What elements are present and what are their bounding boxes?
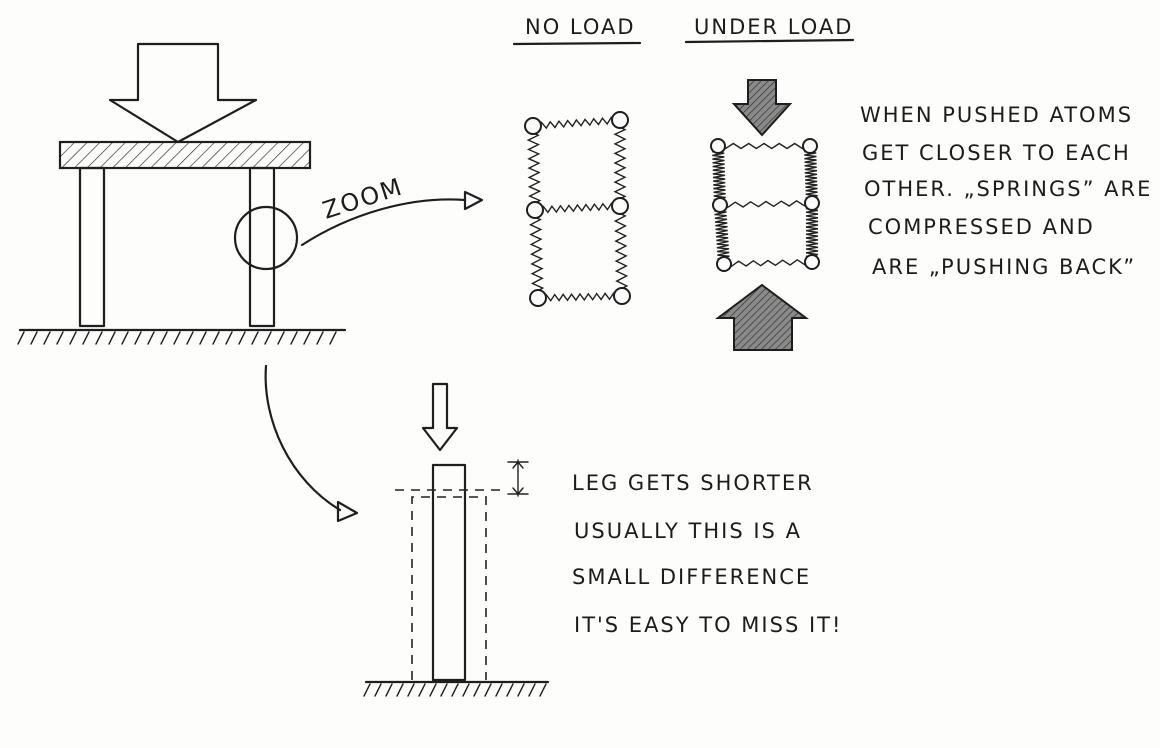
no-load-atom-2 (526, 201, 544, 219)
no-load-spring-0 (532, 116, 621, 130)
leg-note: LEG GETS SHORTER USUALLY THIS IS A SMALL… (572, 471, 842, 637)
under-load-spring-4 (713, 204, 730, 265)
leg-detail-arrow (264, 364, 342, 512)
no-load-spring-3 (526, 125, 542, 211)
leg-note-line-4: IT'S EASY TO MISS IT! (574, 613, 842, 637)
lattice-under-load (710, 138, 820, 272)
zoom-circle (233, 205, 299, 271)
under-load-spring-6 (805, 202, 819, 263)
table-leg-right (248, 166, 276, 328)
leg-note-line-1: LEG GETS SHORTER (572, 471, 814, 495)
no-load-spring-1 (534, 202, 621, 214)
compression-arrow-bottom (715, 283, 809, 351)
table-top (58, 140, 312, 170)
under-load-atom-3 (804, 195, 820, 211)
no-load-atom-5 (613, 287, 631, 305)
under-load-atom-0 (710, 138, 726, 154)
no-load-spring-5 (613, 119, 627, 207)
atoms-note-line-1: WHEN PUSHED ATOMS (860, 103, 1133, 127)
leg-detail-arrowhead (336, 500, 359, 523)
ground-leg-hatch (363, 683, 547, 697)
no-load-spring-4 (528, 209, 545, 299)
leg-load-arrow (421, 382, 459, 452)
no-load-atom-4 (529, 289, 547, 307)
no-load-atom-0 (524, 117, 542, 135)
under-load-atom-4 (716, 256, 732, 272)
no-load-heading: NO LOAD (512, 15, 642, 46)
atoms-note: WHEN PUSHED ATOMS GET CLOSER TO EACH OTH… (860, 103, 1152, 279)
ground-leg (363, 680, 550, 697)
under-load-heading: UNDER LOAD (684, 15, 855, 44)
ground-table-hatch (17, 331, 337, 345)
load-arrow-big (108, 42, 258, 144)
under-load-spring-1 (719, 199, 813, 209)
svg-text:NO LOAD: NO LOAD (525, 15, 636, 39)
atoms-note-line-5: ARE „PUSHING BACK” (872, 255, 1136, 279)
shortening-dimension (507, 459, 529, 497)
under-load-spring-0 (717, 142, 811, 150)
table-drawing (17, 42, 347, 345)
under-load-spring-5 (803, 145, 819, 204)
no-load-spring-2 (537, 291, 623, 302)
atoms-note-line-2: GET CLOSER TO EACH (862, 141, 1131, 165)
under-load-atom-5 (804, 254, 820, 270)
ground-table (17, 328, 347, 345)
leg-original-outline (411, 496, 487, 680)
table-leg-left (78, 166, 106, 328)
leg-note-line-3: SMALL DIFFERENCE (572, 565, 811, 589)
under-load-atom-1 (802, 138, 818, 154)
zoom-label: ZOOM (319, 172, 407, 224)
leg-note-line-2: USUALLY THIS IS A (574, 519, 802, 543)
under-load-atom-2 (712, 197, 728, 213)
no-load-atom-1 (611, 111, 629, 129)
no-load-spring-6 (613, 205, 629, 297)
svg-text:UNDER LOAD: UNDER LOAD (694, 15, 853, 39)
atoms-note-line-4: COMPRESSED AND (868, 215, 1095, 239)
compression-arrow-top (731, 79, 793, 137)
leg-detail (363, 382, 550, 697)
under-load-spring-3 (711, 145, 727, 206)
no-load-atom-3 (611, 197, 629, 215)
under-load-spring-2 (723, 258, 813, 268)
zoom-arrow: ZOOM (300, 172, 484, 247)
lattice-no-load (524, 111, 631, 307)
atoms-note-line-3: OTHER. „SPRINGS” ARE (864, 177, 1152, 201)
leg-compressed (431, 463, 467, 682)
